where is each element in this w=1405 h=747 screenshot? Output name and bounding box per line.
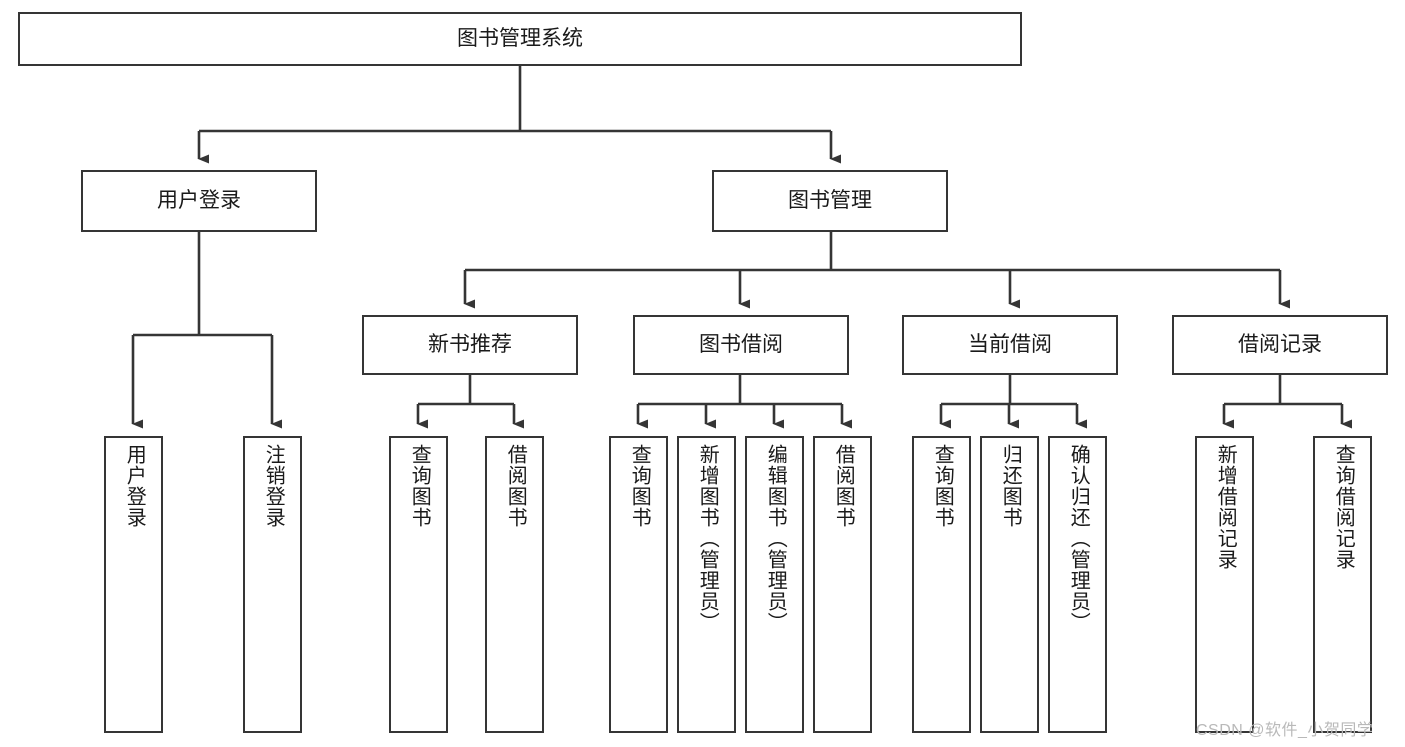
leaf-current-borrow-return[interactable]: 归还图书 — [980, 436, 1039, 733]
node-label: 借阅图书 — [832, 444, 855, 528]
node-label: 借阅记录 — [1238, 332, 1322, 356]
node-new-book-recommend[interactable]: 新书推荐 — [362, 315, 578, 375]
node-label: 编辑图书（管理员） — [764, 444, 787, 633]
node-label: 用户登录 — [157, 188, 241, 212]
leaf-book-borrow-add[interactable]: 新增图书（管理员） — [677, 436, 736, 733]
node-book-management[interactable]: 图书管理 — [712, 170, 948, 232]
node-label: 确认归还（管理员） — [1067, 444, 1090, 633]
leaf-new-book-borrow[interactable]: 借阅图书 — [485, 436, 544, 733]
node-label: 查询借阅记录 — [1332, 444, 1355, 570]
node-label: 查询图书 — [931, 444, 954, 528]
node-label: 用户登录 — [123, 444, 146, 528]
node-current-borrow[interactable]: 当前借阅 — [902, 315, 1118, 375]
node-borrow-record[interactable]: 借阅记录 — [1172, 315, 1388, 375]
leaf-book-borrow-borrow[interactable]: 借阅图书 — [813, 436, 872, 733]
node-root-book-management-system[interactable]: 图书管理系统 — [18, 12, 1022, 66]
leaf-user-login-login[interactable]: 用户登录 — [104, 436, 163, 733]
leaf-current-borrow-confirm-return[interactable]: 确认归还（管理员） — [1048, 436, 1107, 733]
node-label: 当前借阅 — [968, 332, 1052, 356]
node-label: 归还图书 — [999, 444, 1022, 528]
node-label: 新增借阅记录 — [1214, 444, 1237, 570]
node-user-login[interactable]: 用户登录 — [81, 170, 317, 232]
node-label: 图书借阅 — [699, 332, 783, 356]
node-label: 新书推荐 — [428, 332, 512, 356]
node-label: 新增图书（管理员） — [696, 444, 719, 633]
node-label: 图书管理 — [788, 188, 872, 212]
leaf-book-borrow-query[interactable]: 查询图书 — [609, 436, 668, 733]
leaf-borrow-record-add[interactable]: 新增借阅记录 — [1195, 436, 1254, 733]
node-label: 图书管理系统 — [457, 26, 583, 50]
node-label: 注销登录 — [262, 444, 285, 528]
leaf-user-login-logout[interactable]: 注销登录 — [243, 436, 302, 733]
node-label: 查询图书 — [408, 444, 431, 528]
node-book-borrow[interactable]: 图书借阅 — [633, 315, 849, 375]
watermark: CSDN @软件_小贺同学 — [1196, 722, 1374, 739]
node-label: 查询图书 — [628, 444, 651, 528]
leaf-current-borrow-query[interactable]: 查询图书 — [912, 436, 971, 733]
node-label: 借阅图书 — [504, 444, 527, 528]
leaf-borrow-record-query[interactable]: 查询借阅记录 — [1313, 436, 1372, 733]
leaf-book-borrow-edit[interactable]: 编辑图书（管理员） — [745, 436, 804, 733]
leaf-new-book-query[interactable]: 查询图书 — [389, 436, 448, 733]
